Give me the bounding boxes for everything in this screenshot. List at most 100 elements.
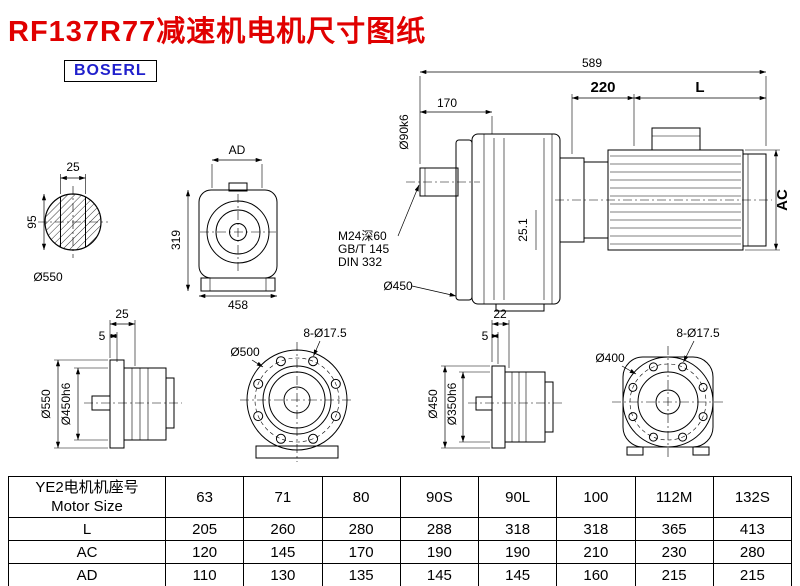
size-col-100: 100 — [556, 476, 636, 518]
body-c — [504, 371, 546, 443]
flange-front-view-b: Ø500 8-Ø17.5 — [230, 326, 354, 462]
flange-b-base — [255, 445, 339, 459]
flange-side-view-a: 25 5 Ø550 Ø450h6 — [39, 307, 182, 449]
size-col-71: 71 — [243, 476, 323, 518]
fan-cover — [742, 153, 767, 247]
dim-d-400-label: Ø400 — [595, 351, 625, 365]
thread-standard-gbt-label: GB/T 145 — [338, 242, 389, 256]
output-flange-edge — [455, 139, 473, 301]
flange-d-foot-left — [626, 446, 644, 456]
dim-319-label: 319 — [169, 230, 183, 250]
dim-a-5-label: 5 — [99, 329, 106, 343]
table-cell: 413 — [712, 517, 793, 541]
flange-front-view-d: Ø400 8-Ø17.5 — [595, 326, 724, 460]
page-title: RF137R77减速机电机尺寸图纸 — [8, 16, 427, 48]
size-col-112m: 112M — [634, 476, 714, 518]
thread-standard-din-label: DIN 332 — [338, 255, 382, 269]
table-cell: 120 — [164, 540, 245, 564]
flange-d-foot-right — [692, 446, 710, 456]
dim-25-label: 25 — [66, 160, 80, 174]
dim-c-450-label: Ø450 — [426, 389, 440, 419]
brand-logo: BOSERL — [64, 60, 157, 82]
size-col-63: 63 — [164, 476, 245, 518]
size-col-80: 80 — [321, 476, 401, 518]
dim-b-500-label: Ø500 — [230, 345, 260, 359]
thread-spec-label: M24深60 — [338, 229, 387, 243]
main-flange-callout: Ø450 — [383, 279, 457, 297]
flange-d-outer — [622, 356, 714, 448]
table-cell: 230 — [634, 540, 714, 564]
dim-c-22-label: 22 — [493, 307, 507, 321]
lifting-lug — [228, 182, 248, 192]
front-base — [200, 277, 276, 292]
table-cell: 110 — [164, 563, 245, 586]
dim-AC-label: AC — [774, 189, 791, 211]
row-label-L: L — [8, 517, 166, 541]
table-cell: 145 — [243, 540, 323, 564]
motor-side-view: AC — [555, 127, 791, 251]
flange-side-view-c: 22 5 Ø450 Ø350h6 — [426, 307, 562, 449]
table-cell: 130 — [243, 563, 323, 586]
table-cell: 215 — [634, 563, 714, 586]
table-row-L: L 205 260 280 288 318 318 365 413 — [8, 517, 793, 541]
dim-c-350h6-label: Ø350h6 — [445, 382, 459, 425]
shaft-thread-callout: M24深60 GB/T 145 DIN 332 — [338, 184, 420, 269]
terminal-box — [651, 127, 701, 151]
reducer-side-view: 25.1 — [406, 133, 561, 312]
row-label-AC: AC — [8, 540, 166, 564]
table-cell: 288 — [399, 517, 480, 541]
table-cell: 160 — [556, 563, 636, 586]
size-col-90l: 90L — [477, 476, 558, 518]
output-shaft — [419, 167, 459, 197]
dim-a-450h6-label: Ø450h6 — [59, 382, 73, 425]
motor-dimension-table: YE2电机机座号 Motor Size 63 71 80 90S 90L 100… — [8, 476, 793, 586]
main-view-dimensions: 589 220 L 170 Ø90k6 — [397, 56, 767, 164]
size-col-132s: 132S — [712, 476, 793, 518]
table-cell: 190 — [477, 540, 558, 564]
dim-a-25-label: 25 — [115, 307, 129, 321]
flange-plate-a — [109, 359, 125, 449]
gearbox-front-view: AD 319 458 — [169, 143, 278, 312]
table-header-row: YE2电机机座号 Motor Size 63 71 80 90S 90L 100… — [8, 476, 793, 518]
shaft-section-view: 25 95 Ø550 — [25, 160, 108, 284]
shaft-stub-c — [475, 396, 493, 411]
header-cn: YE2电机机座号 — [35, 479, 139, 496]
table-row-AC: AC 120 145 170 190 190 210 230 280 — [8, 540, 793, 564]
dim-589-label: 589 — [582, 56, 602, 70]
flange-b-outer — [246, 349, 348, 451]
dim-c-5-label: 5 — [482, 329, 489, 343]
dim-b-holes-label: 8-Ø17.5 — [303, 326, 347, 340]
table-cell: 145 — [399, 563, 480, 586]
table-cell: 318 — [477, 517, 558, 541]
dim-AD-label: AD — [229, 143, 246, 157]
table-row-AD: AD 110 130 135 145 145 160 215 215 — [8, 563, 793, 586]
table-cell: 260 — [243, 517, 323, 541]
row-label-AD: AD — [8, 563, 166, 586]
table-cell: 210 — [556, 540, 636, 564]
dim-170-label: 170 — [437, 96, 457, 110]
dim-L-label: L — [695, 79, 704, 96]
header-en: Motor Size — [51, 498, 123, 515]
table-cell: 190 — [399, 540, 480, 564]
motor-size-header: YE2电机机座号 Motor Size — [8, 476, 166, 518]
flange-plate-c — [491, 365, 506, 449]
table-cell: 135 — [321, 563, 401, 586]
table-cell: 215 — [712, 563, 793, 586]
dim-key-label: 25.1 — [516, 218, 530, 242]
dim-a-550-label: Ø550 — [39, 389, 53, 419]
table-cell: 318 — [556, 517, 636, 541]
table-cell: 205 — [164, 517, 245, 541]
housing-foot — [495, 303, 545, 312]
dim-flange-450-label: Ø450 — [383, 279, 413, 293]
table-cell: 280 — [321, 517, 401, 541]
dim-shaft-dia-label: Ø90k6 — [397, 114, 411, 150]
shaft-section-circle — [44, 193, 102, 251]
table-cell: 365 — [634, 517, 714, 541]
dim-220-label: 220 — [590, 79, 615, 96]
size-col-90s: 90S — [399, 476, 480, 518]
dim-95-label: 95 — [25, 215, 39, 229]
table-cell: 280 — [712, 540, 793, 564]
dim-550-label: Ø550 — [33, 270, 63, 284]
dim-d-holes-label: 8-Ø17.5 — [676, 326, 720, 340]
